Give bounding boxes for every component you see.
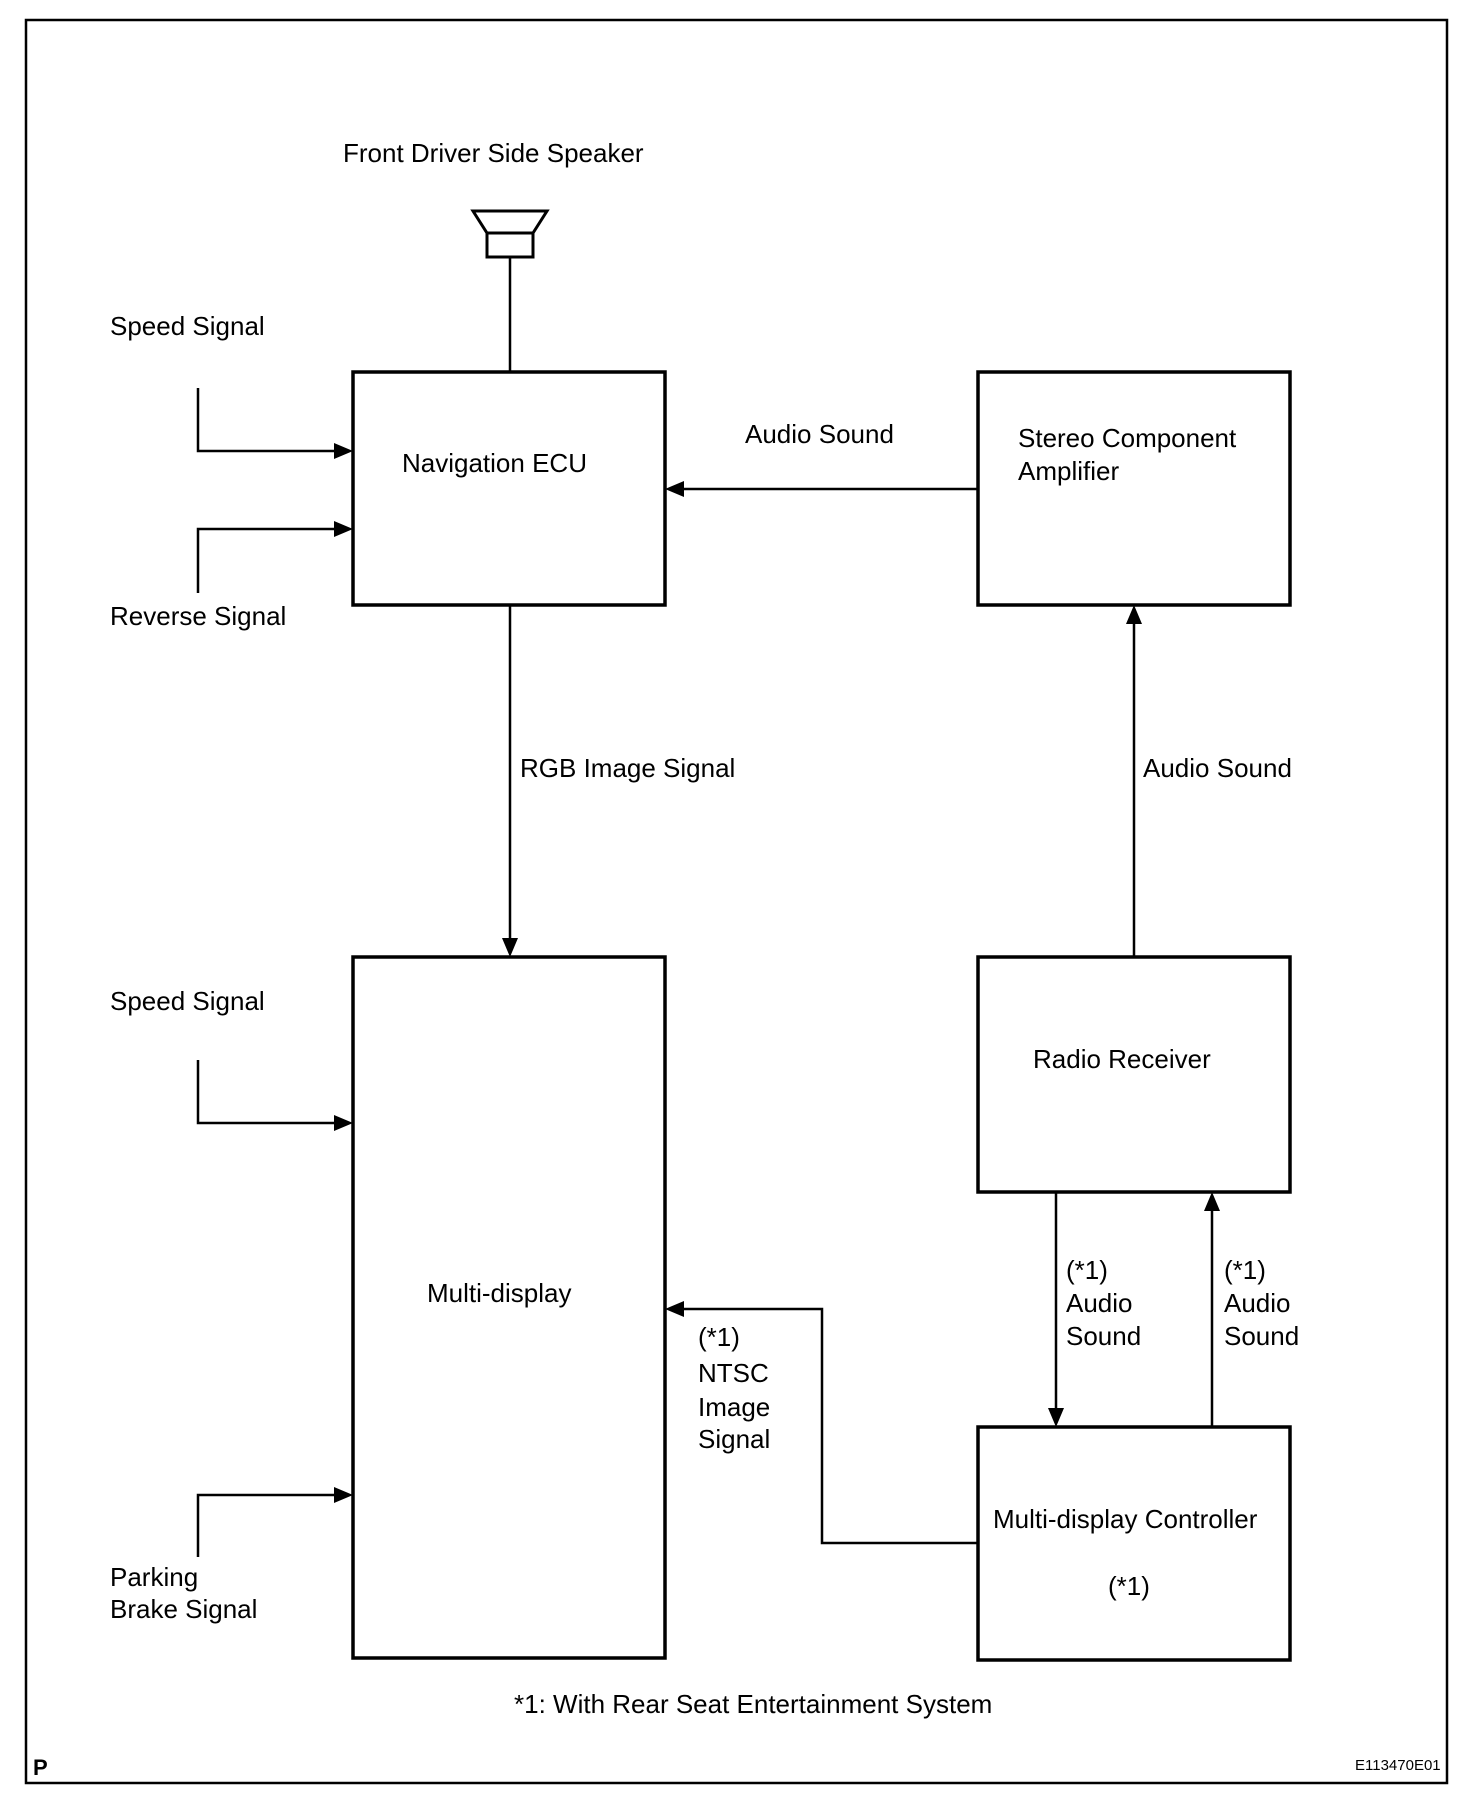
radio-to-controller-note: (*1) xyxy=(1066,1255,1108,1285)
md-parking-brake-label-line1: Parking xyxy=(110,1562,198,1592)
amp-to-nav-label: Audio Sound xyxy=(745,419,894,449)
ntsc-image-label-line2: Image xyxy=(698,1392,770,1422)
ntsc-image-arrow xyxy=(665,1301,684,1317)
ntsc-image-label-line3: Signal xyxy=(698,1424,770,1454)
md-parking-brake-wire xyxy=(196,1493,336,1557)
md-speed-signal-label: Speed Signal xyxy=(110,986,265,1016)
ntsc-image-note: (*1) xyxy=(698,1322,740,1352)
corner-mark: P xyxy=(33,1755,48,1780)
speaker-label: Front Driver Side Speaker xyxy=(343,138,644,168)
md-parking-brake-arrow xyxy=(334,1487,353,1503)
radio-to-amp-label: Audio Sound xyxy=(1143,753,1292,783)
nav-reverse-signal-arrow xyxy=(334,521,353,537)
multi-display-label: Multi-display xyxy=(427,1278,572,1308)
diagram-frame xyxy=(24,18,1449,1785)
nav-reverse-signal-wire xyxy=(196,527,336,593)
nav-speed-signal-wire xyxy=(196,388,336,453)
radio-to-controller-label-line1: Audio xyxy=(1066,1288,1133,1318)
controller-to-radio-label-line1: Audio xyxy=(1224,1288,1291,1318)
footnote: *1: With Rear Seat Entertainment System xyxy=(514,1689,992,1719)
multi-display-controller-label: Multi-display Controller xyxy=(993,1504,1258,1534)
controller-to-radio-note: (*1) xyxy=(1224,1255,1266,1285)
radio-receiver-block xyxy=(976,955,1292,1194)
stereo-amplifier-block xyxy=(976,370,1292,607)
nav-speed-signal-label: Speed Signal xyxy=(110,311,265,341)
ntsc-image-label-line1: NTSC xyxy=(698,1358,769,1388)
controller-to-radio-arrow xyxy=(1204,1192,1220,1211)
multi-display-controller-note: (*1) xyxy=(1108,1571,1150,1601)
controller-to-radio-label-line2: Sound xyxy=(1224,1321,1299,1351)
radio-to-controller-arrow xyxy=(1048,1408,1064,1427)
stereo-amplifier-label-line1: Stereo Component xyxy=(1018,423,1237,453)
radio-to-amp-arrow xyxy=(1126,605,1142,624)
ntsc-image-wire xyxy=(684,1307,978,1545)
speaker-icon xyxy=(470,209,550,259)
navigation-ecu-label: Navigation ECU xyxy=(402,448,587,478)
nav-reverse-signal-label: Reverse Signal xyxy=(110,601,286,631)
rgb-image-label: RGB Image Signal xyxy=(520,753,735,783)
multi-display-block xyxy=(351,955,667,1660)
radio-receiver-label: Radio Receiver xyxy=(1033,1044,1211,1074)
navigation-ecu-block xyxy=(351,370,667,607)
multi-display-controller-block xyxy=(976,1425,1292,1662)
amp-to-nav-arrow xyxy=(665,481,684,497)
md-speed-signal-wire xyxy=(196,1060,336,1125)
stereo-amplifier-label-line2: Amplifier xyxy=(1018,456,1119,486)
md-speed-signal-arrow xyxy=(334,1115,353,1131)
radio-to-controller-label-line2: Sound xyxy=(1066,1321,1141,1351)
md-parking-brake-label-line2: Brake Signal xyxy=(110,1594,257,1624)
rgb-image-arrow xyxy=(502,938,518,957)
nav-speed-signal-arrow xyxy=(334,443,353,459)
figure-code: E113470E01 xyxy=(1355,1757,1441,1774)
